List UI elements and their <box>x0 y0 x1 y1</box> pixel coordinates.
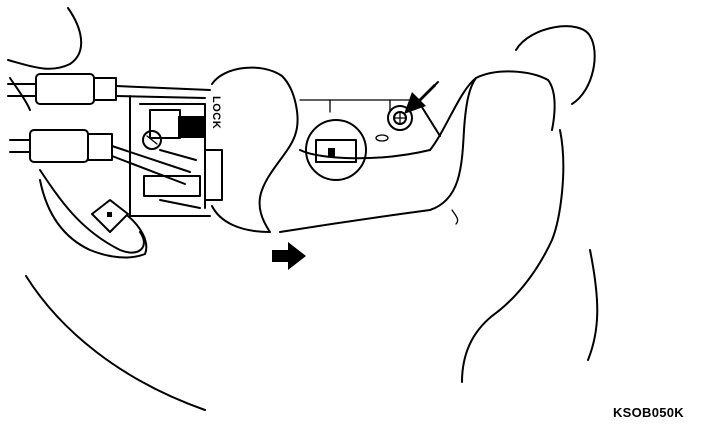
connector-lower-cap <box>87 133 113 161</box>
switch-terminal-block <box>178 116 204 138</box>
connector-upper-cap <box>93 77 117 101</box>
right-outline <box>461 129 599 383</box>
column-housing-upper <box>299 99 441 181</box>
key-slot <box>328 148 335 157</box>
column-shroud-upper <box>279 25 596 233</box>
switch-housing <box>149 109 181 139</box>
key-cylinder-boss <box>211 66 299 233</box>
retaining-screw <box>387 105 413 131</box>
key-slot-face <box>315 139 357 163</box>
connector-lower <box>29 129 89 163</box>
column-shroud-lower <box>39 179 148 259</box>
lock-label: LOCK <box>210 96 222 130</box>
shroud-screw-icon <box>107 212 112 217</box>
arrow-right-icon <box>272 242 306 270</box>
steering-wheel-outline <box>7 7 206 411</box>
wire-harness <box>7 73 211 185</box>
arrow-down-left-icon <box>404 81 439 114</box>
switch-screw-icon <box>142 130 162 150</box>
key-cylinder <box>305 119 367 181</box>
figure-code: KSOB050K <box>612 405 684 420</box>
ignition-lock-assembly <box>129 95 223 217</box>
connector-upper <box>35 73 95 105</box>
